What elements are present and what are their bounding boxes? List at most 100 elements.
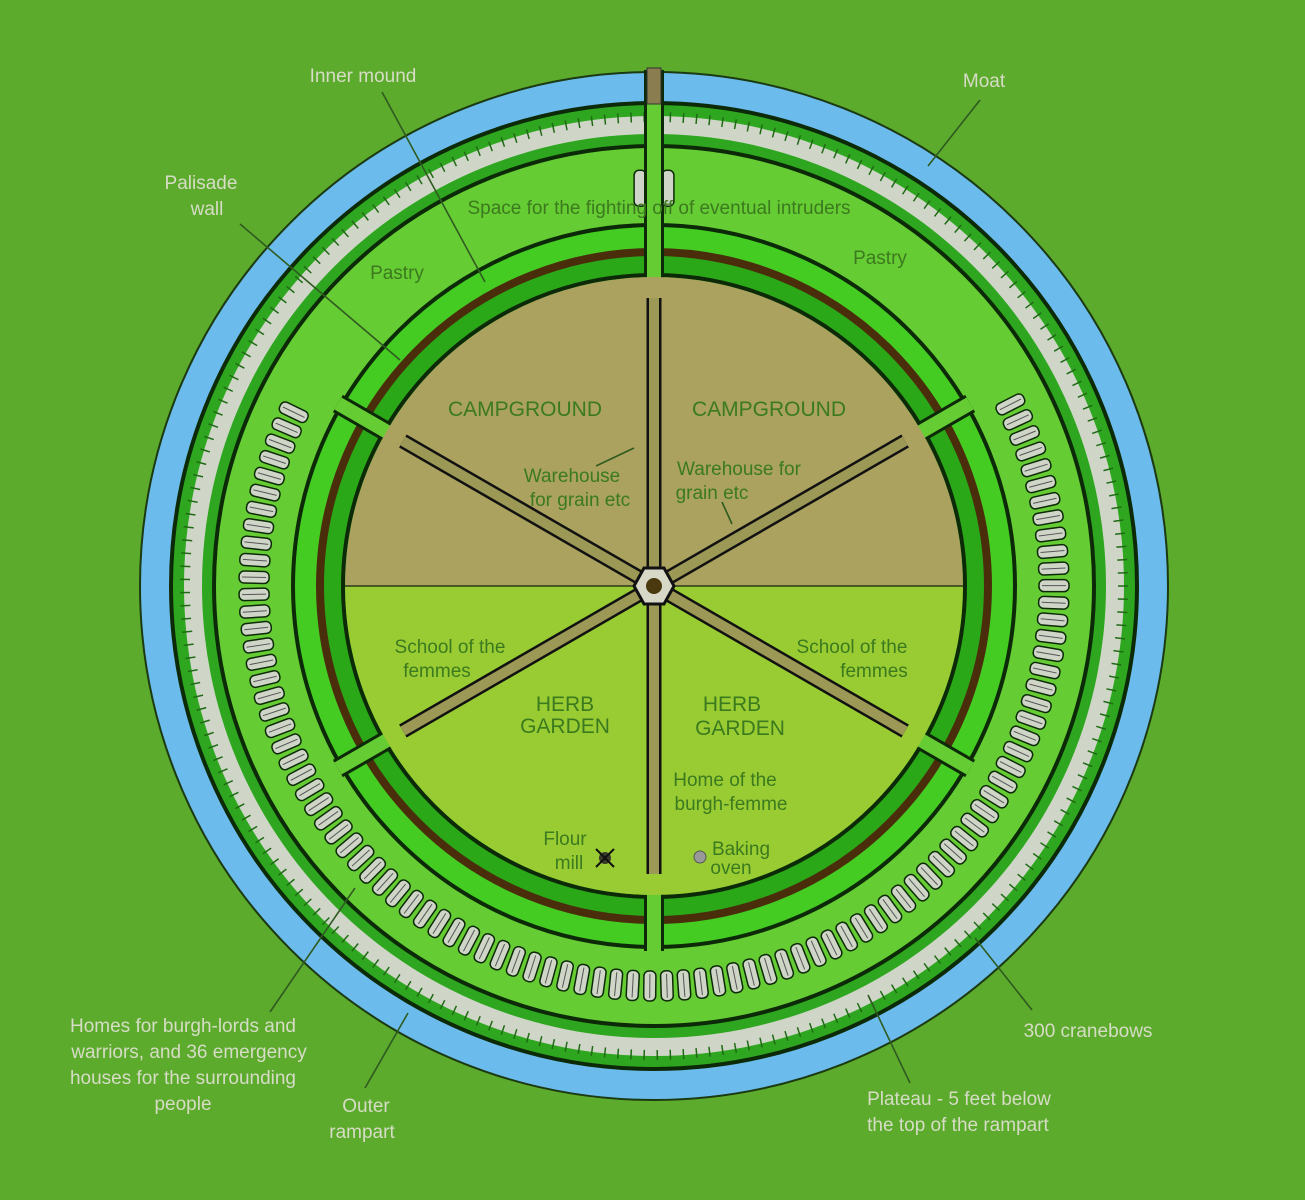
tree-icon [277,868,287,876]
tree-icon [954,224,962,234]
tree-icon [616,113,620,124]
tree-icon [890,984,898,994]
tree-icon [351,220,359,229]
tree-icon [262,317,272,325]
house-line [579,967,585,992]
tree-icon [973,921,982,930]
label-home-2: burgh-femme [675,794,788,815]
tree-icon [241,814,251,821]
house [473,932,496,964]
house [1037,561,1070,576]
house-line [1006,414,1029,426]
tree-icon [1103,467,1114,472]
house [903,873,930,902]
label-warehouse-right: Warehouse for [677,459,802,480]
tree-icon [341,228,349,238]
house-line [1013,430,1036,441]
tree-icon [200,448,211,453]
house [590,966,607,998]
house [1020,458,1052,478]
tree-icon [868,165,875,176]
house [742,958,761,990]
house-line [299,783,321,797]
house-line [1019,446,1043,456]
bridge [646,67,662,105]
house-line [268,723,292,733]
tree-icon [277,296,287,304]
tree-icon [372,204,380,213]
label-outer: Outer [342,1096,390,1117]
house-line [1040,618,1065,622]
label-warehouse-left-2: for grain etc [530,490,630,511]
label-warehouse-right-2: grain etc [676,483,749,504]
house [987,770,1018,794]
house [573,963,591,996]
house-line [417,903,433,925]
house [1036,612,1069,628]
tree-icon [771,127,776,138]
label-homes-2: warriors, and 36 emergency [70,1042,307,1063]
tree-icon [733,119,738,130]
tree-icon [270,858,280,866]
house-line [943,843,963,860]
tree-icon [833,148,839,159]
house [239,552,271,568]
tree-icon [235,803,245,810]
house [939,838,968,865]
arrows [239,91,1033,1089]
gate [914,732,974,775]
spoke-warehouse [651,581,908,736]
house [242,637,275,654]
tree-icon [1106,688,1117,692]
tree-icon [682,112,685,123]
label-moat: Moat [963,71,1006,92]
house [849,913,874,943]
label-herb-left-2: GARDEN [520,715,610,738]
house-line [544,960,553,984]
label-school-left-2: femmes [403,661,471,682]
tree-icon [525,129,530,140]
house-line [244,541,269,545]
tree-icon [208,743,219,749]
tree-icon [784,1030,789,1041]
tree-icon [213,410,223,416]
baking-oven-icon [693,850,707,864]
tree-icon [183,525,194,529]
tree-icon [1032,852,1042,860]
label-pastry-left: Pastry [370,263,424,284]
house [709,965,727,997]
house [489,939,511,971]
tree-icon [695,1048,698,1059]
tree-icon [551,122,556,133]
tree-icon [1047,334,1057,341]
tree-icon [208,423,219,429]
tree-icon [187,669,198,673]
house-line [764,957,772,982]
house-line [1019,715,1043,725]
house [442,917,466,948]
house-line [561,964,569,988]
tree-icon [382,966,390,976]
tree-icon [1103,700,1114,705]
tree-icon [808,139,814,150]
house [239,604,271,619]
house [294,777,325,802]
label-cranebows: 300 cranebows [1024,1021,1153,1042]
tree-icon [1113,649,1124,653]
tree-icon [181,552,192,555]
tree-icon [248,339,258,347]
tree-icon [708,1046,711,1057]
house [264,717,296,739]
label-flour: Flour [543,829,587,850]
tree-icon [954,938,962,948]
tree-icon [682,1049,685,1060]
tree-icon [1087,416,1098,422]
tree-icon [404,980,412,991]
label-school-right-2: femmes [840,661,908,682]
house-line [318,810,339,826]
tree-icon [255,328,265,336]
tree-icon [808,1022,814,1033]
tree-icon [427,993,434,1004]
house-line [908,878,925,898]
tree-icon [331,237,340,247]
